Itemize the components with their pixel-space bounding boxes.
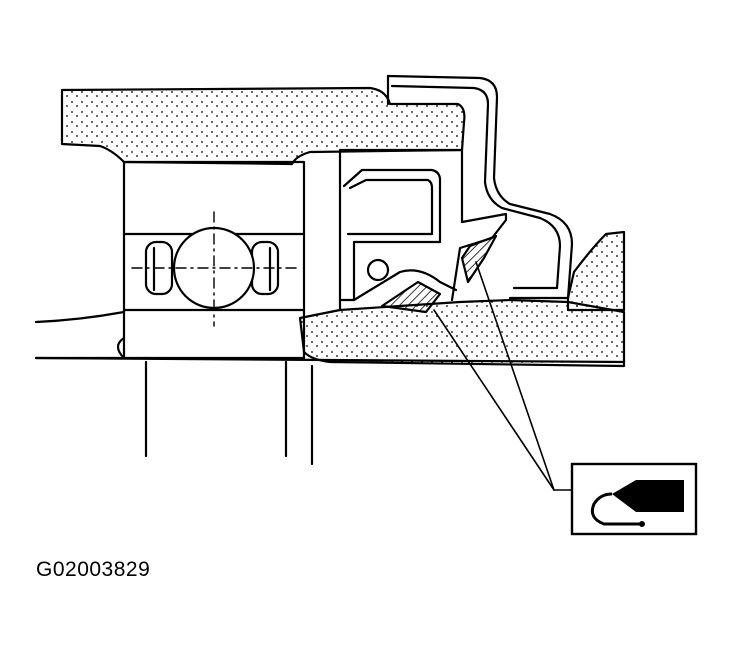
lower-left-housing: [34, 310, 126, 360]
seal-lip-secondary: [460, 234, 498, 284]
grease-tube-icon: [570, 462, 698, 536]
upper-housing: [60, 86, 466, 166]
figure-code: G02003829: [36, 558, 151, 581]
leader-line-primary: [433, 309, 555, 491]
seal-body: [338, 148, 508, 312]
leader-line-secondary: [475, 261, 555, 491]
seal-inner-contour-inner: [346, 178, 434, 236]
seal-lip-flex: [352, 269, 458, 302]
garter-spring: [366, 258, 390, 282]
seal-retainer-outer: [386, 74, 574, 300]
shaft: [298, 298, 626, 368]
shaft-bottom-line: [34, 356, 626, 364]
seal-inner-contour-outer: [338, 168, 442, 302]
right-housing: [566, 230, 626, 312]
bearing-cage-left: [144, 240, 174, 296]
bearing-outer-race: [122, 160, 306, 236]
seal-retainer-inner: [390, 84, 562, 290]
